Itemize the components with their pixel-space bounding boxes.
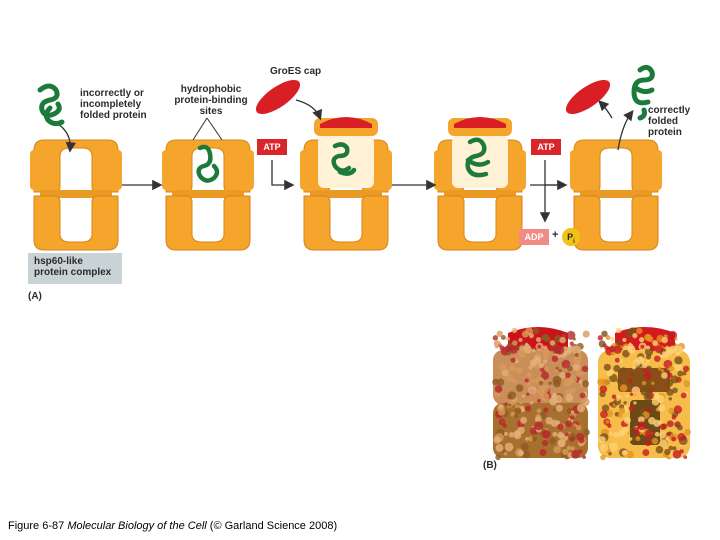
- plus-sign: +: [552, 229, 559, 241]
- hsp60-legend: hsp60-like protein complex: [28, 253, 122, 284]
- misfolded-label: incorrectly or incompletely folded prote…: [80, 88, 147, 121]
- panel-a-label: (A): [28, 291, 42, 302]
- correct-label: correctly folded protein: [648, 105, 691, 138]
- release-arrow: [617, 109, 634, 151]
- panel-b-label: (B): [483, 460, 497, 471]
- hydrophobic-label: hydrophobic protein-binding sites: [174, 84, 248, 117]
- groel-groes-surface-model: [492, 327, 590, 461]
- groes-label: GroES cap: [270, 66, 322, 77]
- atp-badge-1: ATP: [257, 139, 287, 155]
- atp-arrow-1: [271, 160, 295, 191]
- pi-badge: Pi: [562, 228, 580, 246]
- encapsulated-protein-1: [331, 142, 357, 176]
- figure-caption: Figure 6-87 Molecular Biology of the Cel…: [8, 520, 338, 532]
- groes-cap-released: [565, 79, 611, 115]
- groel-groes-cutaway-model: [597, 327, 691, 461]
- encapsulated-protein-2: [465, 137, 491, 178]
- hsp60-complex-1: [30, 139, 122, 251]
- hsp60-complex-4: [434, 117, 526, 251]
- misfolded-protein: [37, 83, 65, 127]
- cap-arrow: [295, 99, 323, 121]
- hsp60-complex-2: [162, 139, 254, 251]
- folded-protein-released: [631, 64, 655, 121]
- adp-badge: ADP: [519, 229, 549, 245]
- groes-cap-free: [255, 79, 301, 115]
- atp-badge-2: ATP: [531, 139, 561, 155]
- hsp60-complex-5: [570, 139, 662, 251]
- hsp60-complex-3: [300, 117, 392, 251]
- bound-protein: [196, 144, 220, 183]
- cap-exit-arrow: [598, 100, 613, 119]
